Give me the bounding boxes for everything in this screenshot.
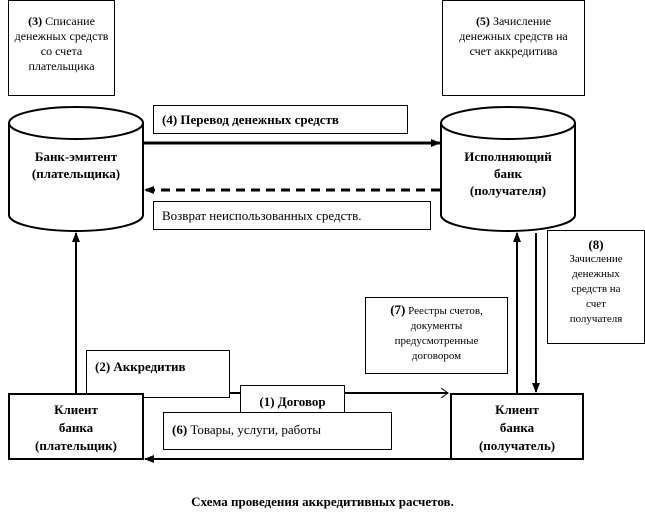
executing-bank-sub: (получателя) [469,183,547,198]
step7-text: Реестры счетов, документы предусмотренны… [394,305,483,362]
step6-text: Товары, услуги, работы [190,422,322,437]
cylinder-issuing-bank [8,106,144,232]
client-payer-box: Клиент банка (плательщик) [8,393,144,460]
step5-number: (5) [475,14,490,28]
executing-bank-word: банк [494,166,522,181]
client-receiver-l1: Клиент [495,402,539,417]
issuing-bank-sub: (плательщика) [31,166,121,181]
step7-box: (7) Реестры счетов, документы предусмотр… [365,297,508,374]
issuing-bank-name: Банк-эмитент [34,149,118,164]
issuing-bank-label: Банк-эмитент (плательщика) [9,148,143,182]
step7-number: (7) [390,302,406,317]
step6-number: (6) [172,422,188,437]
client-payer-l2: банка [58,420,94,435]
step5-box: (5) Зачисление денежных средств на счет … [442,0,585,96]
step8-text: Зачисление денежных средств на счет полу… [569,253,623,325]
client-receiver-l3: (получатель) [478,438,556,453]
executing-bank-name: Исполняющий [464,149,552,164]
cylinder-executing-bank [440,106,576,232]
step3-text: Списание денежных средств со счета плате… [14,14,109,73]
step6-box: (6) Товары, услуги, работы [163,412,392,450]
step8-box: (8)Зачисление денежных средств на счет п… [547,230,645,344]
refund-box: Возврат неиспользованных средств. [153,201,431,230]
step4-box: (4) Перевод денежных средств [153,105,408,134]
step2-box: (2) Аккредитив [86,350,230,398]
step8-number: (8) [588,237,604,252]
client-receiver-box: Клиент банка (получатель) [450,393,584,460]
client-payer-l1: Клиент [54,402,98,417]
client-payer-l3: (плательщик) [35,438,117,453]
step5-text: Зачисление денежных средств на счет аккр… [459,14,568,58]
executing-bank-label: Исполняющий банк (получателя) [441,148,575,199]
diagram-caption: Схема проведения аккредитивных расчетов. [191,494,454,509]
step3-number: (3) [28,14,43,28]
client-receiver-l2: банка [499,420,535,435]
step3-box: (3) Списание денежных средств со счета п… [8,0,115,96]
